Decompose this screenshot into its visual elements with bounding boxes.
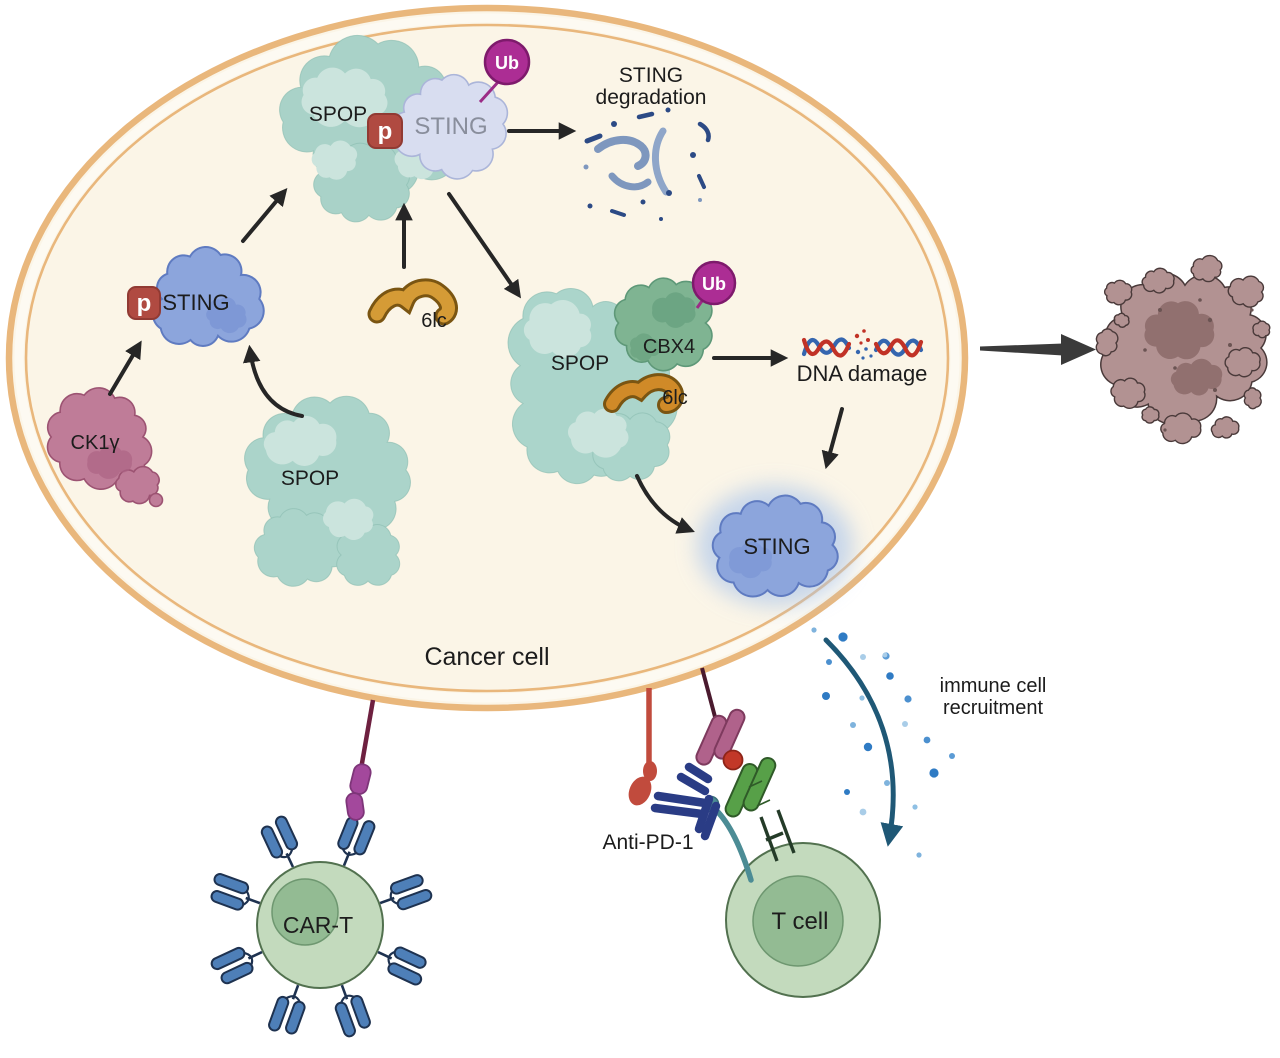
sting-degradation: STING degradation (583, 64, 711, 221)
ck1-label: CK1γ (71, 432, 120, 454)
dna-helix-icon (801, 329, 924, 360)
car-antigen-stalk (358, 699, 376, 770)
ck1-gamma: CK1γ (46, 387, 164, 508)
arrow-complex-to-sting (635, 474, 695, 534)
ubiquitin-icon (691, 260, 737, 306)
dead-cell-debris (1095, 254, 1271, 445)
p-left-label: p (137, 290, 152, 317)
dna-damage: DNA damage (797, 329, 928, 386)
ub-top-label: Ub (495, 53, 519, 73)
ub-complex-label: Ub (702, 274, 726, 294)
6lc-complex-label: 6lc (662, 387, 688, 409)
cbx4-label: CBX4 (643, 336, 695, 358)
immune-label-1: immune cell (940, 675, 1047, 697)
sting-active: STING (697, 486, 853, 606)
arrow-ck1-to-sting (108, 340, 142, 396)
degradation-label-1: STING (619, 64, 683, 87)
spop-cbx4-complex: Ub SPOP CBX4 6lc (507, 260, 737, 485)
ub-link (478, 79, 501, 104)
arrow-dna-to-sting (821, 407, 844, 470)
car-t-nucleus (271, 878, 339, 946)
compound-6lc-free: 6lc (367, 278, 458, 332)
t-cell: T cell (725, 842, 881, 998)
anti-pd1-label: Anti-PD-1 (602, 831, 693, 854)
spop-sting-ub-complex: Ub SPOP p STING (279, 34, 531, 223)
peptide-antigen (722, 749, 744, 771)
tumor-antigen (345, 763, 372, 821)
arrow-to-debris (980, 334, 1096, 365)
phospho-sting: p STING (127, 245, 265, 347)
ubiquitin-icon (483, 38, 531, 86)
immune-label-2: recruitment (943, 697, 1043, 719)
arrow-spop-to-sting (242, 344, 304, 418)
phospho-badge (127, 286, 161, 320)
sting-active-label: STING (743, 534, 810, 559)
t-cell-label: T cell (772, 908, 829, 935)
arrow-complex-to-cbx4 (447, 192, 521, 299)
spop-free: SPOP (244, 395, 411, 587)
sting-bound-label: STING (414, 113, 487, 140)
dna-damage-label: DNA damage (797, 361, 928, 386)
t-cell-nucleus (752, 875, 844, 967)
degradation-fragments (583, 107, 711, 221)
cancer-cell-label: Cancer cell (424, 643, 549, 671)
phospho-badge (367, 113, 403, 149)
6lc-free-label: 6lc (421, 310, 447, 332)
spop-complex-label: SPOP (551, 352, 609, 375)
pathway-arrows (108, 122, 844, 534)
arrow-sting-to-complex (241, 187, 288, 243)
immune-recruitment: immune cell recruitment (811, 627, 1047, 858)
mhc-tcr-complex (695, 708, 796, 862)
spop-free-label: SPOP (281, 467, 339, 490)
car-t-cell: CAR-T (205, 763, 435, 1040)
anti-pd1-antibody-icon (650, 762, 721, 841)
cytokine-dots (811, 627, 955, 858)
tcr-anchor-lines (759, 809, 796, 862)
degradation-label-2: degradation (596, 86, 707, 109)
spop-top-label: SPOP (309, 103, 367, 126)
p-top-label: p (378, 118, 393, 145)
car-t-label: CAR-T (283, 912, 353, 938)
pdl1-ligand (628, 688, 657, 806)
sting-phospho-label: STING (162, 290, 229, 315)
recruitment-arrow (823, 637, 904, 847)
